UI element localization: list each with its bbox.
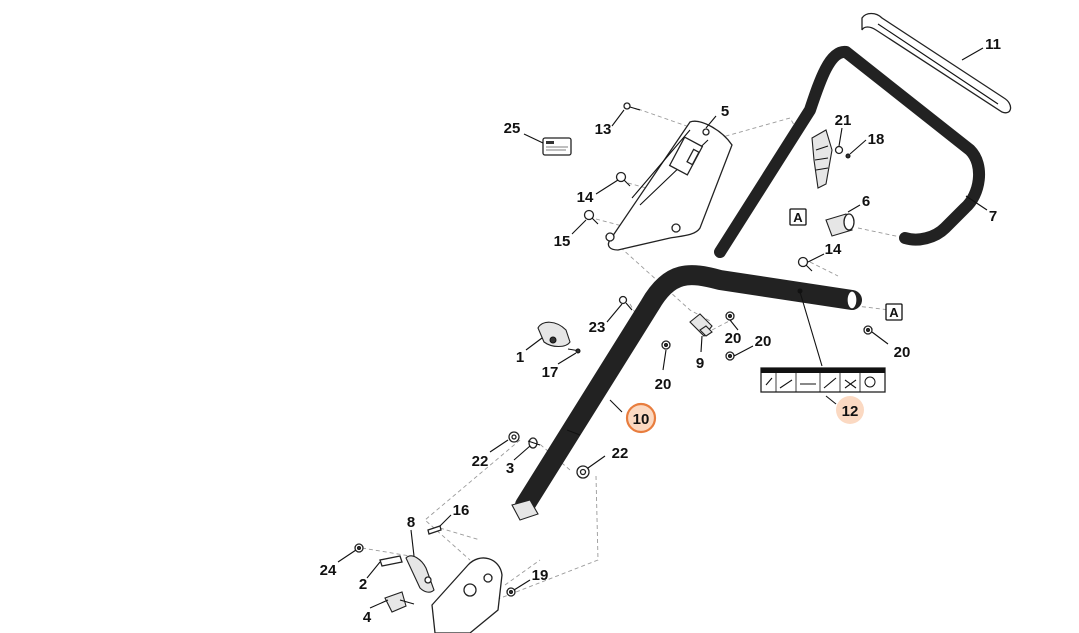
- callout-20-c: 20: [755, 333, 772, 350]
- callout-19: 19: [532, 567, 549, 584]
- callout-13: 13: [595, 121, 612, 138]
- callout-14-right: 14: [825, 241, 842, 258]
- highlight-circle-12: [836, 396, 864, 424]
- callout-leader-lines: [337, 47, 988, 609]
- mower-deck-bracket: [431, 557, 503, 633]
- callout-12: 12: [842, 403, 859, 420]
- cable-guide-part-21: [811, 129, 851, 189]
- callout-16: 16: [453, 502, 470, 519]
- top-grip-part-11: [861, 12, 1012, 114]
- callout-labels: 11 7 5 13 25 14 15 21 18 6 14 23 1 17 9 …: [320, 36, 1001, 626]
- callout-20-a: 20: [655, 376, 672, 393]
- reference-marker-a-2: A: [885, 303, 903, 321]
- callout-3: 3: [506, 460, 514, 477]
- knob-part-9: [689, 313, 713, 337]
- fasteners: [354, 102, 873, 597]
- callout-22-left: 22: [472, 453, 489, 470]
- clamp-part-6: [825, 213, 855, 237]
- svg-text:A: A: [889, 305, 899, 320]
- callout-24: 24: [320, 562, 337, 579]
- callout-20-d: 20: [894, 344, 911, 361]
- callout-2: 2: [359, 576, 367, 593]
- reference-marker-a-1: A: [789, 208, 807, 226]
- callout-21: 21: [835, 112, 852, 129]
- decal-part-12: [760, 367, 886, 393]
- callout-5: 5: [721, 103, 729, 120]
- callout-17: 17: [542, 364, 559, 381]
- label-part-25: [542, 137, 572, 156]
- clamp-lever-part-1: [537, 321, 581, 352]
- callout-22-right: 22: [612, 445, 629, 462]
- callout-7: 7: [989, 208, 997, 225]
- callout-4: 4: [363, 609, 372, 626]
- callout-20-b: 20: [725, 330, 742, 347]
- lever-part-8: [405, 555, 435, 593]
- highlight-circle-10: [625, 402, 657, 434]
- callout-8: 8: [407, 514, 415, 531]
- callout-10: 10: [633, 411, 650, 428]
- callout-9: 9: [696, 355, 704, 372]
- callout-25: 25: [504, 120, 521, 137]
- callout-18: 18: [868, 131, 885, 148]
- svg-text:A: A: [793, 210, 803, 225]
- callout-6: 6: [862, 193, 870, 210]
- wing-part-4: [384, 591, 415, 613]
- callout-11: 11: [985, 36, 1001, 53]
- callout-1: 1: [516, 349, 524, 366]
- lower-handle-part-10: [511, 265, 862, 521]
- cover-panel-part-5: [605, 120, 733, 251]
- upper-handle-part-7: [714, 46, 986, 258]
- callout-23: 23: [589, 319, 606, 336]
- callout-15: 15: [554, 233, 571, 250]
- callout-14-top: 14: [577, 189, 594, 206]
